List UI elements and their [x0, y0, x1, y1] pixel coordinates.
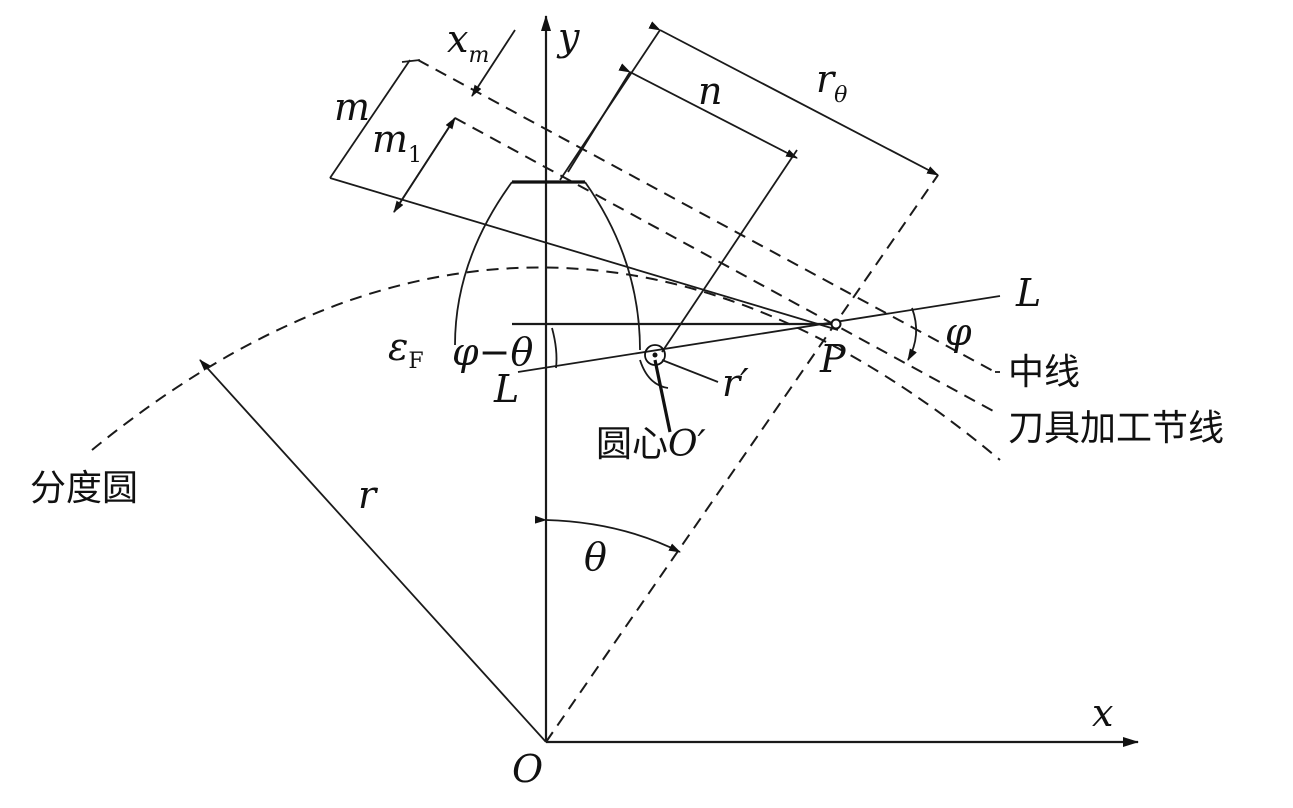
r-label: r: [358, 473, 379, 517]
xm-label: xm: [447, 17, 489, 68]
radial-dashed-line: [545, 174, 939, 743]
m1-label: m1: [372, 117, 422, 168]
dim-m-line: [329, 59, 411, 179]
dim-xm-arrow: [471, 29, 516, 97]
center-line-dashed: [417, 59, 996, 373]
dim-rtheta-ext: [559, 29, 661, 181]
center-leader: [653, 359, 672, 433]
dim-m-tick-top: [401, 59, 421, 63]
angle-phi-minus-theta-arc: [551, 327, 558, 369]
center-O-prime-dot: [652, 352, 658, 358]
dim-rtheta-line: [648, 21, 939, 176]
tooth-left-flank: [454, 181, 513, 346]
phi-label: φ: [945, 310, 972, 354]
r-prime-label: r′: [722, 361, 749, 405]
angle-phi-arc: [907, 307, 918, 361]
origin-label: O: [512, 747, 543, 791]
x-axis-label: x: [1092, 691, 1113, 735]
tool-pitch-line-dashed: [454, 117, 996, 413]
pitch-circle-arc: [91, 266, 1001, 461]
point-P: [830, 318, 842, 330]
tool-pitch-line-annotation: 刀具加工节线: [1008, 408, 1224, 449]
L-right-label: L: [1015, 271, 1041, 315]
radius-r-line: [199, 359, 547, 743]
y-axis-label: y: [556, 15, 580, 59]
eps-label: εF: [388, 325, 424, 374]
P-label: P: [819, 337, 847, 381]
center-line-annotation: 中线: [1008, 352, 1080, 393]
m-label: m: [334, 85, 370, 129]
dim-n-ext2: [661, 149, 798, 353]
L-left-label: L: [493, 367, 519, 411]
tool-slant-line: [329, 177, 839, 331]
theta-label: θ: [584, 535, 607, 579]
r-theta-label: rθ: [816, 57, 847, 108]
line-LL: [517, 295, 1001, 373]
small-arc-at-O-prime: [639, 359, 669, 389]
n-label: n: [698, 69, 722, 113]
phi-minus-theta-label: φ−θ: [452, 330, 533, 374]
dim-m1-line2: [393, 117, 456, 213]
pitch-circle-annotation: 分度圆: [30, 468, 138, 509]
angle-theta-arc: [534, 515, 681, 553]
r-prime-leader: [661, 359, 719, 383]
center-O-prime-annotation: 圆心O′: [596, 424, 706, 465]
tooth-right-flank: [584, 181, 641, 351]
